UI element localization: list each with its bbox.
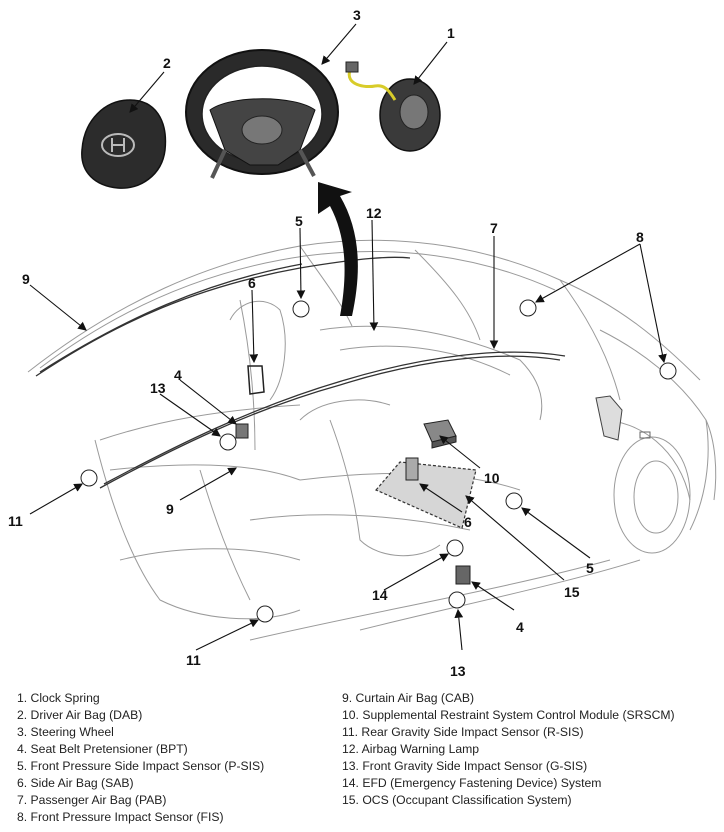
callout-15: 15: [564, 584, 580, 600]
callout-14: 14: [372, 587, 388, 603]
callout-6-upper: 6: [248, 275, 256, 291]
airbag-system-diagram: 1 2 3 5 12 7 8 9 6 4 13 10 9 11 6 5 14 1…: [8, 7, 717, 679]
pretensioner-front: [455, 565, 471, 585]
callout-13-upper: 13: [150, 380, 166, 396]
legend-item-1: 1. Clock Spring: [17, 691, 100, 705]
callout-11-left: 11: [8, 513, 23, 529]
legend-item-13: 13. Front Gravity Side Impact Sensor (G-…: [342, 759, 588, 773]
callout-5-lower: 5: [586, 560, 594, 576]
legend-item-6: 6. Side Air Bag (SAB): [17, 776, 134, 790]
callout-4-rear: 4: [174, 367, 182, 383]
srscm-module: [423, 419, 457, 449]
callout-3: 3: [353, 7, 361, 23]
legend-item-10: 10. Supplemental Restraint System Contro…: [342, 708, 675, 722]
ocs-mat: [375, 461, 477, 529]
callout-11-lower: 11: [186, 652, 201, 668]
callout-1: 1: [447, 25, 455, 41]
curved-arrow: [318, 182, 358, 316]
callout-13-lower: 13: [450, 663, 466, 679]
sensor-circles: [80, 299, 677, 623]
legend-item-8: 8. Front Pressure Impact Sensor (FIS): [17, 810, 224, 824]
legend-item-12: 12. Airbag Warning Lamp: [342, 742, 480, 756]
legend-left-column: 1. Clock Spring 2. Driver Air Bag (DAB) …: [17, 690, 264, 826]
legend-item-2: 2. Driver Air Bag (DAB): [17, 708, 143, 722]
clock-spring: [345, 61, 441, 152]
sensor-14: [446, 539, 464, 557]
callout-2: 2: [163, 55, 171, 71]
legend-item-4: 4. Seat Belt Pretensioner (BPT): [17, 742, 188, 756]
legend-right-column: 9. Curtain Air Bag (CAB) 10. Supplementa…: [342, 690, 675, 809]
sensor-5-lower: [505, 492, 523, 510]
legend-item-5: 5. Front Pressure Side Impact Sensor (P-…: [17, 759, 265, 773]
legend-item-15: 15. OCS (Occupant Classification System): [342, 793, 572, 807]
sensor-8-left: [519, 299, 537, 317]
callout-8: 8: [636, 229, 644, 245]
sensor-8-right: [659, 362, 677, 380]
side-air-bag-shape: [247, 365, 265, 395]
legend-item-7: 7. Passenger Air Bag (PAB): [17, 793, 167, 807]
pretensioner-rear: [235, 423, 249, 439]
callout-6-lower: 6: [464, 514, 472, 530]
leader-lines: [29, 23, 667, 651]
sensor-13-lower: [448, 591, 466, 609]
callout-9-lower: 9: [166, 501, 174, 517]
sensor-11-lower: [256, 605, 274, 623]
callout-9-upper: 9: [22, 271, 30, 287]
sensor-11-left: [80, 469, 98, 487]
legend-item-9: 9. Curtain Air Bag (CAB): [342, 691, 475, 705]
callout-10: 10: [484, 470, 500, 486]
callout-7: 7: [490, 220, 498, 236]
callout-5-upper: 5: [295, 213, 303, 229]
sensor-13-upper: [219, 433, 237, 451]
legend-item-11: 11. Rear Gravity Side Impact Sensor (R-S…: [342, 725, 584, 739]
sensor-5-upper: [292, 300, 310, 318]
curtain-air-bag-tubes: [35, 256, 566, 489]
ocs-bracket: [405, 457, 419, 481]
callout-4-front: 4: [516, 619, 524, 635]
callout-12: 12: [366, 205, 382, 221]
steering-wheel: [185, 49, 339, 179]
legend-item-3: 3. Steering Wheel: [17, 725, 114, 739]
driver-air-bag: [81, 99, 167, 189]
legend-item-14: 14. EFD (Emergency Fastening Device) Sys…: [342, 776, 602, 790]
vehicle-outline: [27, 239, 717, 641]
